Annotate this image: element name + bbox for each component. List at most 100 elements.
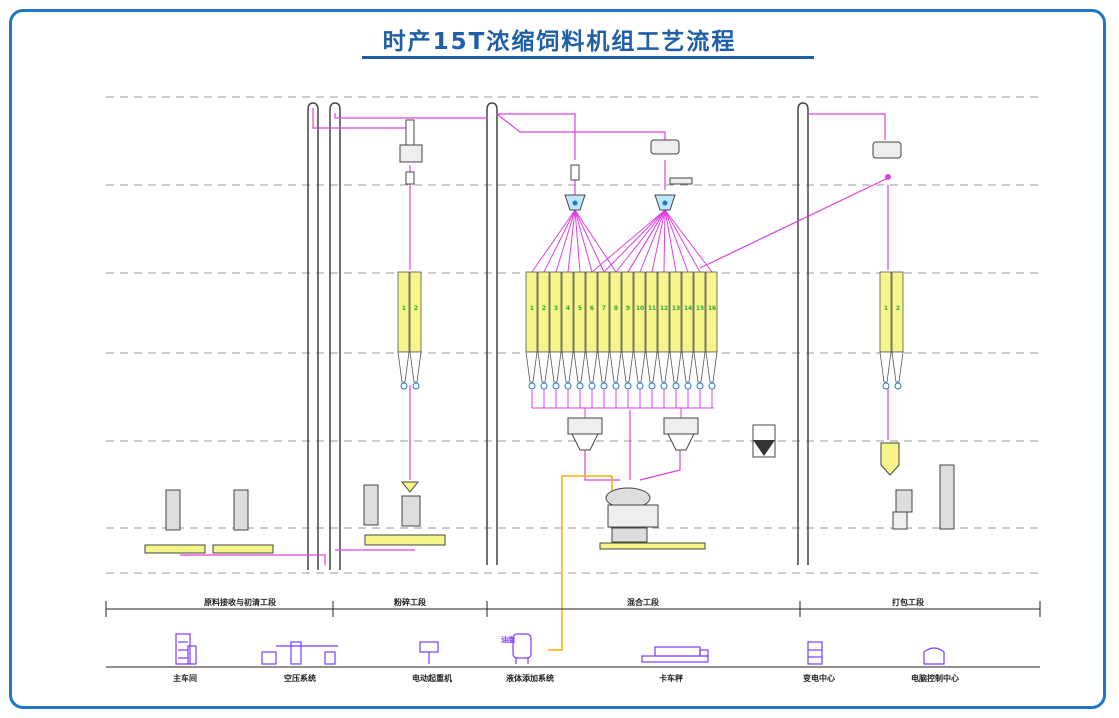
packing-filter-top bbox=[872, 141, 902, 180]
section-label: 混合工段 bbox=[627, 597, 659, 607]
truck-scale-icon bbox=[641, 646, 709, 663]
facility-label: 电动起重机 bbox=[412, 673, 452, 683]
section-label: 打包工段 bbox=[892, 597, 924, 607]
batching-scale-2 bbox=[663, 417, 699, 451]
section-dimension-line bbox=[105, 601, 1041, 617]
batching-bin: 3 bbox=[549, 271, 562, 390]
pulse-filter-top bbox=[399, 119, 423, 185]
facility-label: 液体添加系统 bbox=[506, 673, 554, 683]
facility-labels: 主车间 空压系统 电动起重机 液体添加系统 卡车秤 变电中心 电脑控制中心 bbox=[173, 673, 959, 683]
bin-number: 16 bbox=[708, 305, 716, 312]
facility-label: 卡车秤 bbox=[659, 673, 683, 683]
fan-line bbox=[663, 209, 666, 273]
facility-label: 空压系统 bbox=[284, 673, 316, 683]
bin-number: 11 bbox=[648, 305, 656, 312]
mixer bbox=[599, 487, 706, 550]
rotary-distributor-2 bbox=[650, 139, 693, 211]
batching-bin: 13 bbox=[669, 271, 682, 390]
fan-line bbox=[567, 209, 576, 273]
section-label: 原料接收与初清工段 bbox=[204, 597, 276, 607]
section-label: 粉碎工段 bbox=[394, 597, 426, 607]
intake-pit-2 bbox=[212, 489, 274, 554]
fan-line bbox=[603, 209, 666, 273]
finished-bin: 2 bbox=[891, 271, 904, 390]
bin-number: 1 bbox=[884, 305, 888, 312]
fan-line bbox=[574, 209, 605, 273]
fan-line bbox=[664, 209, 701, 273]
bin-number: 2 bbox=[414, 305, 418, 312]
bin-number: 1 bbox=[530, 305, 534, 312]
fan-line bbox=[543, 209, 576, 273]
liquid-tag: 油脂 bbox=[501, 635, 515, 644]
liquid-addition-line bbox=[548, 475, 613, 651]
manual-add-station bbox=[752, 424, 776, 458]
bin-number: 15 bbox=[696, 305, 704, 312]
hammer-mill bbox=[363, 481, 446, 546]
fan-line bbox=[627, 209, 666, 273]
fan-line bbox=[574, 209, 593, 273]
fan-line bbox=[555, 209, 576, 273]
pregrind-bin: 1 bbox=[397, 271, 410, 390]
bin-number: 4 bbox=[566, 305, 570, 312]
intake-pit-1 bbox=[144, 489, 206, 554]
batching-bin: 12 bbox=[657, 271, 670, 390]
packing-scale-2 bbox=[939, 464, 955, 530]
batching-bin: 8 bbox=[609, 271, 622, 390]
bin-number: 3 bbox=[554, 305, 558, 312]
pregrind-bin: 2 bbox=[409, 271, 422, 390]
batching-bin: 2 bbox=[537, 271, 550, 390]
batching-bin: 10 bbox=[633, 271, 646, 390]
fan-line bbox=[651, 209, 666, 273]
fan-line bbox=[664, 209, 713, 273]
fan-line bbox=[664, 209, 677, 273]
batching-bin: 11 bbox=[645, 271, 658, 390]
bin-number: 1 bbox=[402, 305, 406, 312]
flow-lines bbox=[180, 108, 889, 565]
crane-icon bbox=[419, 641, 439, 664]
batching-bin: 4 bbox=[561, 271, 574, 390]
bin-number: 9 bbox=[626, 305, 630, 312]
batching-bin: 5 bbox=[573, 271, 586, 390]
packing-scale-1 bbox=[880, 442, 913, 530]
fan-line bbox=[574, 209, 617, 273]
liquid-tank-icon bbox=[512, 633, 532, 664]
compressor-icon bbox=[261, 641, 338, 665]
bin-number: 6 bbox=[590, 305, 594, 312]
page-title: 时产15T浓缩饲料机组工艺流程 bbox=[382, 29, 737, 55]
bin-number: 12 bbox=[660, 305, 668, 312]
batching-bin: 14 bbox=[681, 271, 694, 390]
bin-number: 5 bbox=[578, 305, 582, 312]
bin-number: 10 bbox=[636, 305, 644, 312]
building-icon bbox=[175, 633, 197, 665]
fan-line bbox=[591, 209, 666, 273]
batching-bin: 6 bbox=[585, 271, 598, 390]
control-center-icon bbox=[923, 647, 945, 665]
fan-line bbox=[531, 209, 576, 273]
batching-bin: 9 bbox=[621, 271, 634, 390]
batching-scale-1 bbox=[567, 417, 603, 451]
distributor-fan bbox=[531, 209, 713, 273]
batching-bin: 15 bbox=[693, 271, 706, 390]
facility-label: 电脑控制中心 bbox=[911, 673, 959, 683]
fan-line bbox=[639, 209, 666, 273]
section-labels: 原料接收与初清工段 粉碎工段 混合工段 打包工段 bbox=[204, 597, 924, 607]
fan-line bbox=[615, 209, 666, 273]
fan-line bbox=[574, 209, 581, 273]
batching-bin: 7 bbox=[597, 271, 610, 390]
bucket-elevators bbox=[307, 102, 809, 570]
bin-number: 7 bbox=[602, 305, 606, 312]
title-underline bbox=[362, 56, 814, 59]
rotary-distributor-1 bbox=[564, 164, 586, 211]
bin-number: 2 bbox=[896, 305, 900, 312]
bin-number: 13 bbox=[672, 305, 680, 312]
bin-outlet-lines bbox=[531, 390, 714, 418]
batching-bin: 16 bbox=[705, 271, 718, 390]
facility-label: 变电中心 bbox=[803, 673, 835, 683]
facility-label: 主车间 bbox=[173, 673, 197, 683]
bin-number: 2 bbox=[542, 305, 546, 312]
bin-number: 14 bbox=[684, 305, 692, 312]
